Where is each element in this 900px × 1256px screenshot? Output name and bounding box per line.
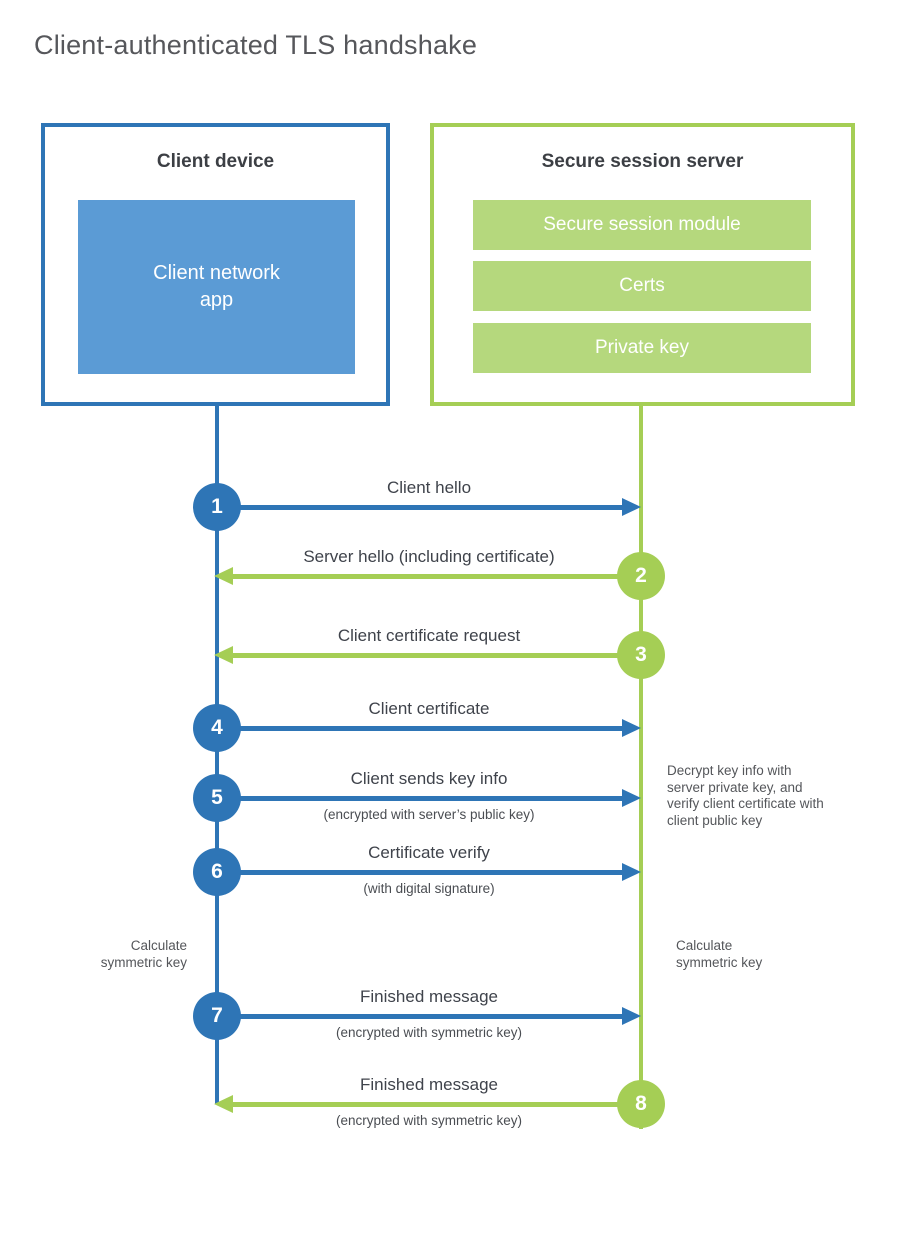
server-header: Secure session server [541, 151, 744, 172]
client-network-app-box: Client network app [78, 200, 355, 374]
step-7-sublabel: (encrypted with symmetric key) [335, 1025, 523, 1040]
secure-session-server-box: Secure session server Secure session mod… [430, 123, 855, 406]
step-8-sublabel: (encrypted with symmetric key) [335, 1113, 523, 1128]
step-6-label: Certificate verify [368, 843, 490, 862]
step-6-sublabel: (with digital signature) [363, 881, 495, 896]
arrow-shaft [217, 505, 624, 510]
step-7-badge: 7 [193, 992, 241, 1040]
arrow-shaft [217, 870, 624, 875]
step-8-label: Finished message [360, 1075, 498, 1094]
client-network-app-label: Client network app [153, 262, 280, 311]
step-6-badge: 6 [193, 848, 241, 896]
step-5-sublabel: (encrypted with server’s public key) [323, 807, 535, 822]
step-4-badge: 4 [193, 704, 241, 752]
server-module-certs: Certs [473, 261, 811, 311]
step-8-badge: 8 [617, 1080, 665, 1128]
step-2-badge: 2 [617, 552, 665, 600]
step-5-label: Client sends key info [350, 769, 508, 788]
server-module-secure-session: Secure session module [473, 200, 811, 250]
step-4-label: Client certificate [368, 699, 490, 718]
step-5-badge: 5 [193, 774, 241, 822]
server-lifeline [639, 405, 643, 1129]
client-lifeline [215, 405, 219, 1104]
arrow-right-icon [622, 498, 641, 516]
step-1-label: Client hello [386, 478, 472, 497]
arrow-right-icon [622, 1007, 641, 1025]
arrow-shaft [233, 1102, 641, 1107]
step-1-badge: 1 [193, 483, 241, 531]
step-3-label: Client certificate request [337, 626, 521, 645]
arrow-shaft [217, 1014, 624, 1019]
page-title: Client-authenticated TLS handshake [34, 30, 478, 60]
arrow-shaft [217, 796, 624, 801]
client-device-box: Client device Client network app [41, 123, 390, 406]
arrow-right-icon [622, 789, 641, 807]
arrow-left-icon [214, 567, 233, 585]
decrypt-key-note: Decrypt key info with server private key… [667, 763, 824, 828]
server-module-private-key: Private key [473, 323, 811, 373]
arrow-shaft [233, 653, 641, 658]
arrow-right-icon [622, 863, 641, 881]
arrow-shaft [233, 574, 641, 579]
arrow-left-icon [214, 1095, 233, 1113]
calculate-symmetric-key-note-client: Calculate symmetric key [100, 938, 187, 970]
arrow-shaft [217, 726, 624, 731]
client-device-header: Client device [156, 151, 275, 172]
arrow-left-icon [214, 646, 233, 664]
step-3-badge: 3 [617, 631, 665, 679]
step-7-label: Finished message [360, 987, 498, 1006]
calculate-symmetric-key-note-server: Calculate symmetric key [676, 938, 763, 970]
arrow-right-icon [622, 719, 641, 737]
step-2-label: Server hello (including certificate) [303, 547, 555, 566]
